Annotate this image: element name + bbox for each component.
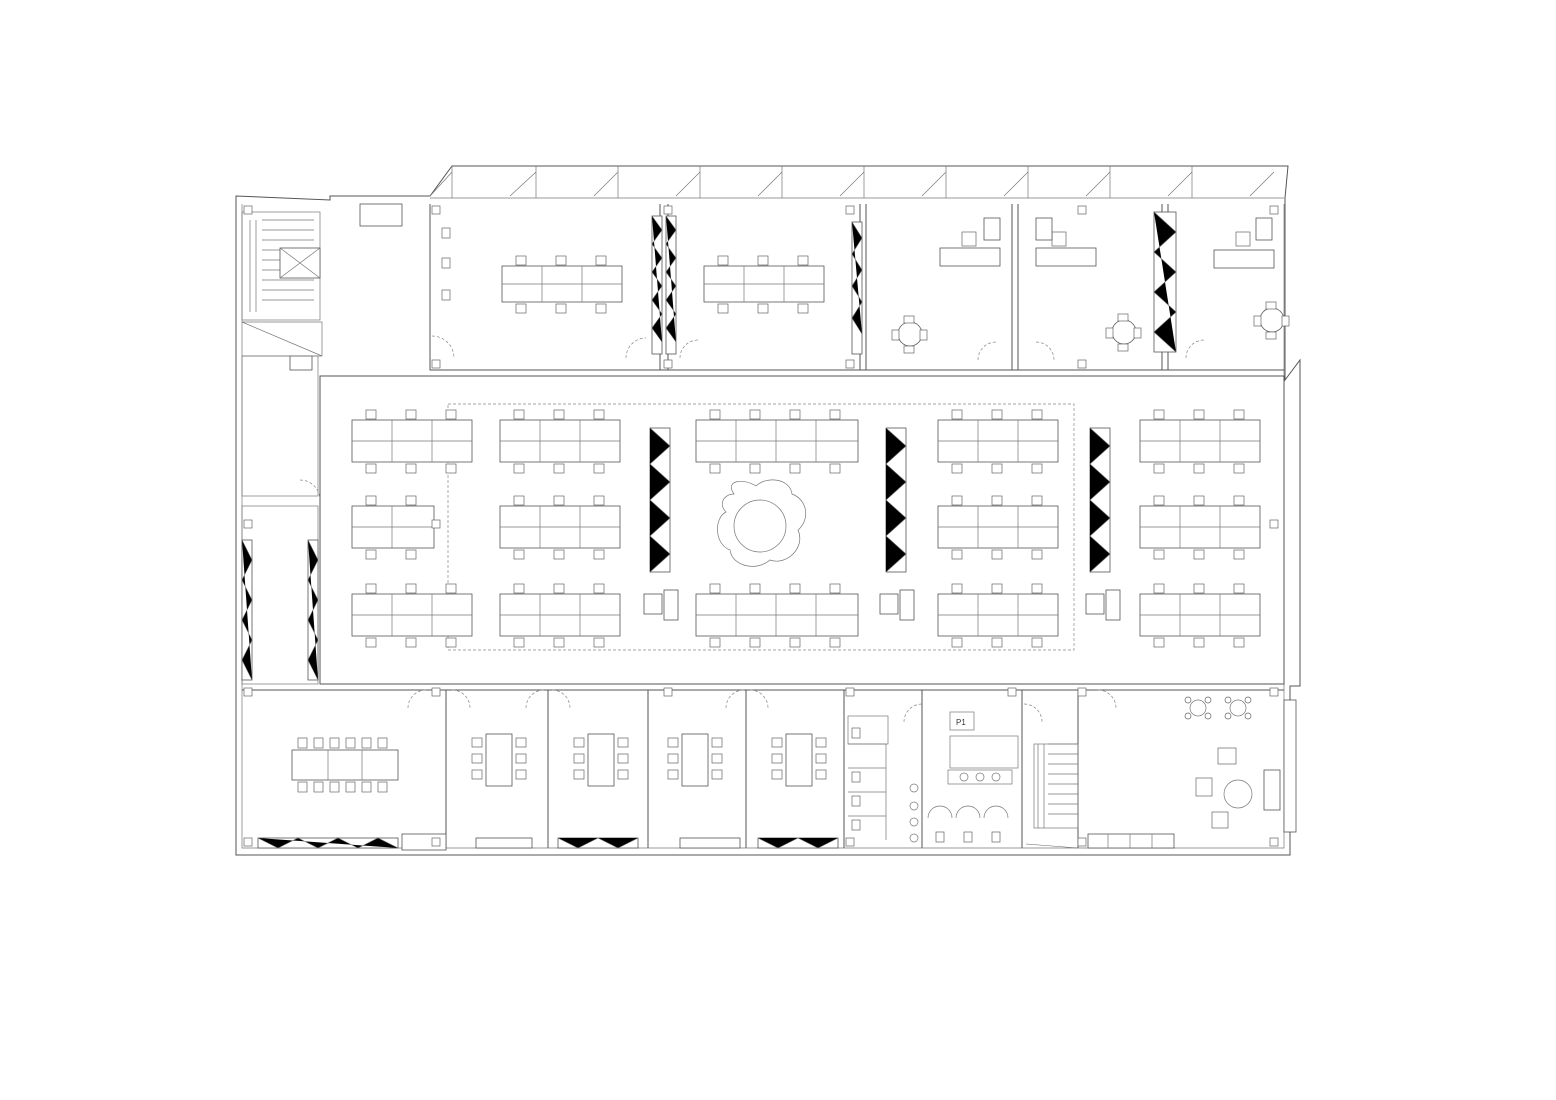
open-plan-area: [319, 375, 1285, 685]
desk-cluster-c2: [499, 583, 621, 648]
boardroom-table: [291, 737, 399, 793]
restroom-block: P1: [847, 711, 1019, 843]
executive-office-1: [891, 217, 1001, 354]
desk-cluster-b4: [937, 495, 1059, 560]
desk-cluster-c4: [937, 583, 1059, 648]
meeting-room-1: [471, 733, 527, 787]
executive-office-2: [1035, 217, 1142, 352]
desk-cluster-a5: [1139, 409, 1261, 474]
desk-cluster-a3: [695, 409, 859, 474]
desk-cluster-c3: [695, 583, 859, 648]
bottom-rooms: [242, 689, 1284, 851]
room-tag-p1: P1: [956, 718, 966, 727]
stair-core-left: [241, 203, 403, 685]
executive-office-3: [1213, 217, 1290, 340]
top-desk-cluster-1: [501, 255, 623, 314]
structural-columns: [243, 205, 1279, 847]
lounge-kitchen: [1087, 696, 1297, 849]
meeting-room-3: [667, 733, 723, 787]
desk-cluster-b5: [1139, 495, 1261, 560]
meeting-room-2: [573, 733, 629, 787]
desk-cluster-b1: [351, 495, 435, 560]
stair-core-right: [1025, 743, 1079, 849]
desk-cluster-c1: [351, 583, 473, 648]
desk-cluster-a2: [499, 409, 621, 474]
desk-cluster-a1: [351, 409, 473, 474]
desk-cluster-a4: [937, 409, 1059, 474]
desk-cluster-c5: [1139, 583, 1261, 648]
desk-cluster-b2: [499, 495, 621, 560]
top-desk-cluster-2: [703, 255, 825, 314]
meeting-room-4: [771, 733, 827, 787]
